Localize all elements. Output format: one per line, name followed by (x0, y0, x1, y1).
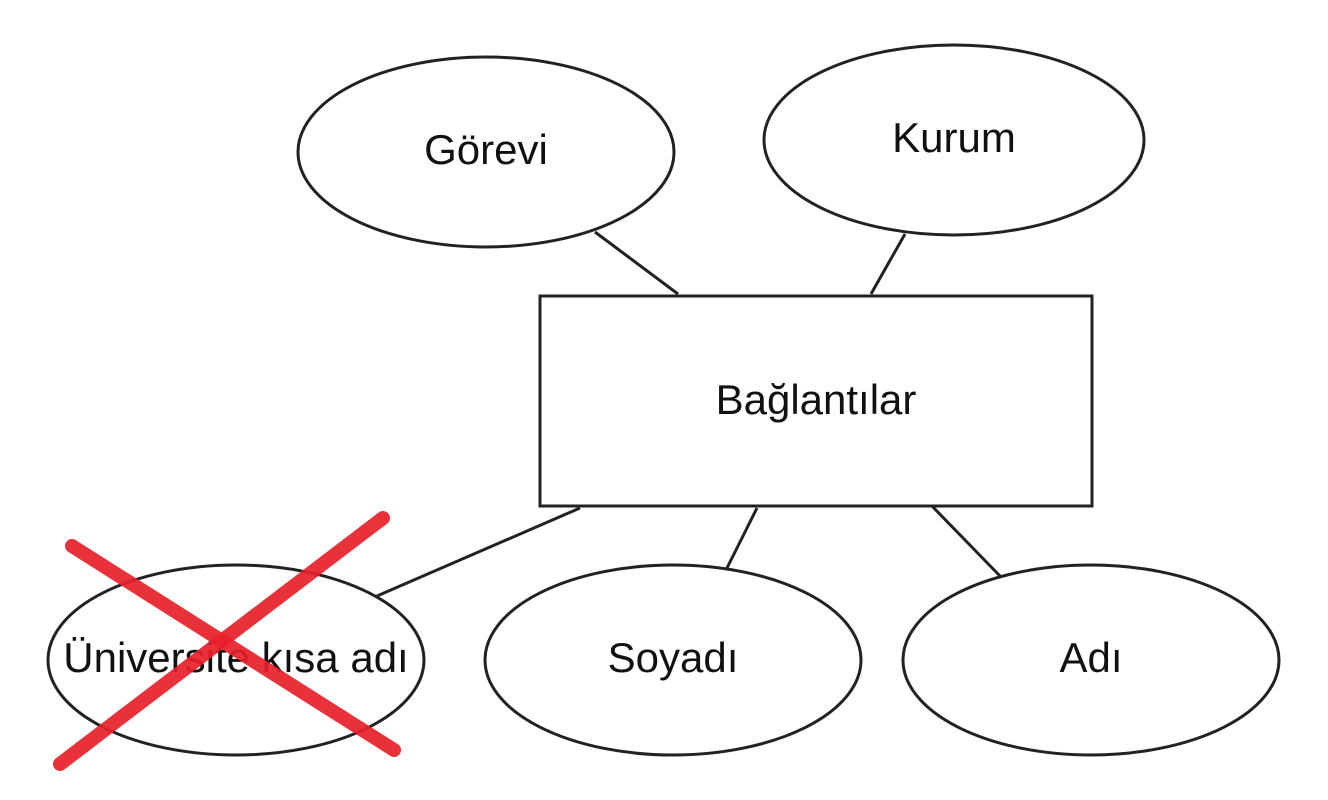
attribute-label: Adı (1059, 634, 1122, 681)
attribute-label: Soyadı (608, 634, 739, 681)
connector-gorevi (594, 230, 679, 296)
connector-universite (376, 506, 581, 598)
removed-cross-mark (53, 511, 401, 771)
entity-label: Bağlantılar (716, 376, 917, 423)
connector-adi (928, 502, 1002, 578)
attribute-label: Kurum (892, 114, 1016, 161)
connector-soyadi (725, 507, 759, 569)
cross-stroke (53, 511, 390, 771)
entity-box (538, 294, 1094, 508)
attribute-adi: Adı (901, 563, 1281, 757)
attribute-ellipse (762, 43, 1146, 237)
attribute-gorevi: Görevi (296, 55, 676, 249)
connector-kurum (869, 233, 907, 295)
attribute-label: Görevi (424, 126, 548, 173)
attribute-soyadi: Soyadı (483, 563, 863, 757)
entity-baglantilar: Bağlantılar (538, 294, 1094, 508)
attribute-ellipse (483, 563, 863, 757)
cross-stroke (65, 539, 401, 757)
attribute-ellipse (296, 55, 676, 249)
attribute-kurum: Kurum (762, 43, 1146, 237)
attribute-ellipse (901, 563, 1281, 757)
